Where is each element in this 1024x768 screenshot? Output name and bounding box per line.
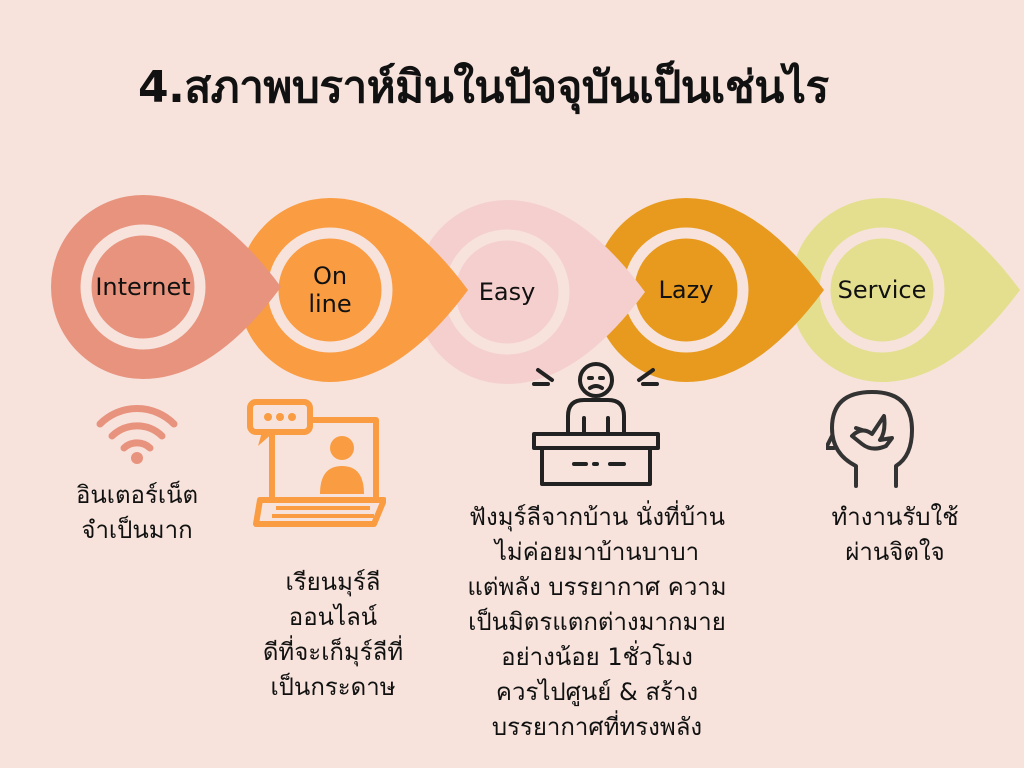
wifi-icon	[96, 405, 178, 464]
step-label-line: Service	[837, 276, 927, 304]
description-line: ควรไปศูนย์ & สร้าง	[495, 678, 699, 706]
step-label-lazy: Lazy	[659, 276, 714, 304]
online-class-laptop-icon	[247, 399, 386, 527]
step-label-service: Service	[838, 276, 927, 304]
step-shape-service	[790, 198, 1020, 382]
inner-ring	[80, 224, 206, 350]
step-label-line: On	[312, 262, 348, 290]
step-description-online: เรียนมุร์ลีออนไลน์ดีที่จะเก็มุร์ลีที่เป็…	[263, 565, 403, 705]
description-line: จำเป็นมาก	[81, 516, 193, 544]
description-line: ดีที่จะเก็มุร์ลีที่	[262, 638, 404, 666]
step-description-internet: อินเตอร์เน็ตจำเป็นมาก	[76, 478, 198, 548]
step-label-line: Lazy	[658, 276, 714, 304]
step-shape-internet	[51, 195, 281, 379]
description-line: อย่างน้อย 1ชั่วโมง	[501, 643, 693, 671]
step-description-easy: ฟังมุร์ลีจากบ้าน นั่งที่บ้านไม่ค่อยมาบ้า…	[467, 500, 726, 745]
step-label-easy: Easy	[479, 278, 536, 306]
description-line: ออนไลน์	[288, 603, 378, 631]
description-line: เรียนมุร์ลี	[285, 568, 381, 596]
step-label-line: line	[308, 290, 352, 318]
description-line: อินเตอร์เน็ต	[75, 481, 199, 509]
step-label-line: Easy	[478, 278, 536, 306]
slide-title: 4.สภาพบราห์มินในปัจจุบันเป็นเช่นไร	[138, 62, 829, 113]
inner-ring	[819, 227, 945, 353]
description-line: ทำงานรับใช้	[831, 503, 959, 531]
step-label-line: Internet	[95, 273, 191, 301]
description-line: บรรยากาศที่ทรงพลัง	[491, 713, 703, 741]
description-line: เป็นกระดาษ	[270, 673, 396, 701]
description-line: ไม่ค่อยมาบ้านบาบา	[494, 538, 700, 566]
description-line: ผ่านจิตใจ	[845, 538, 945, 566]
description-line: แต่พลัง บรรยากาศ ความ	[467, 573, 727, 601]
step-label-internet: Internet	[95, 273, 190, 301]
description-line: ฟังมุร์ลีจากบ้าน นั่งที่บ้าน	[468, 503, 725, 531]
step-description-service: ทำงานรับใช้ผ่านจิตใจ	[831, 500, 958, 570]
head-with-bird-icon	[826, 390, 914, 488]
description-line: เป็นมิตรแตกต่างมากมาย	[468, 608, 726, 636]
stressed-person-at-desk-icon	[532, 362, 660, 486]
